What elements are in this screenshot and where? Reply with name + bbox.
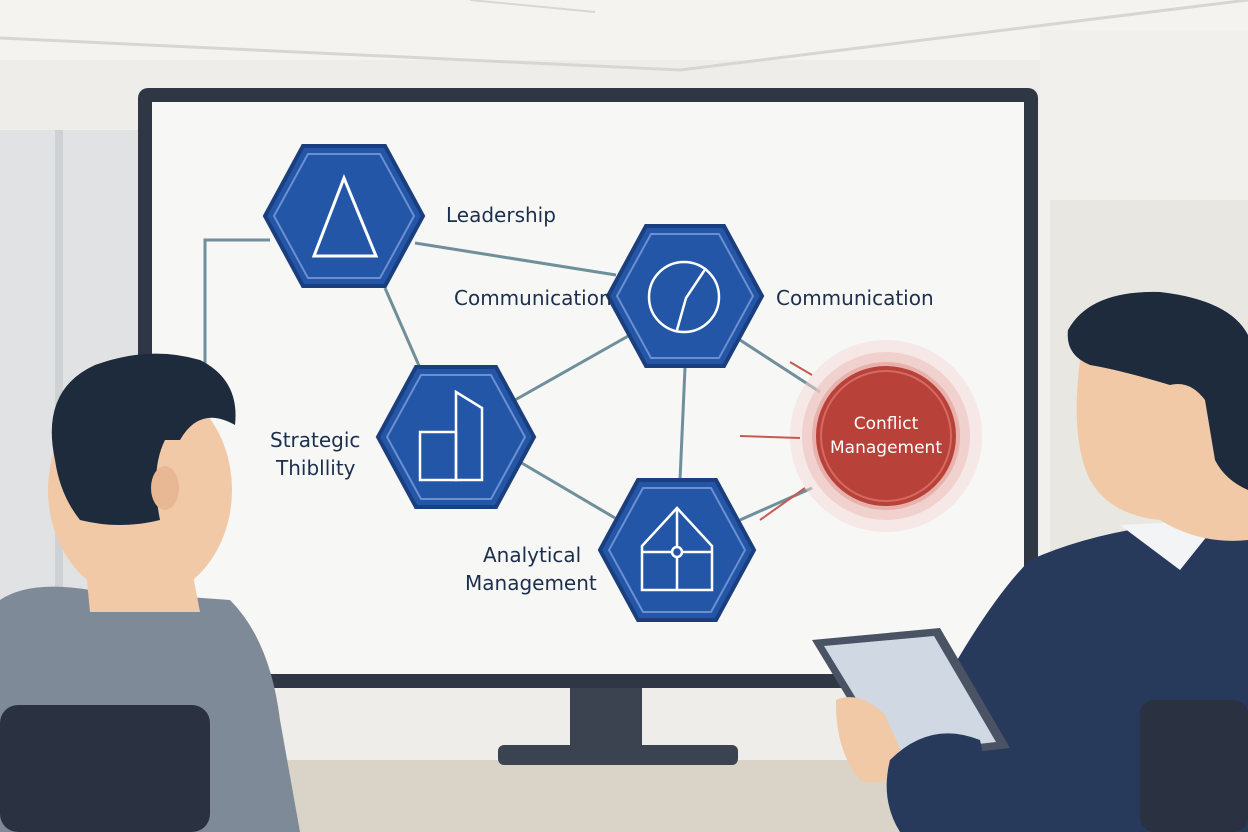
- connector-leadership-communication: [414, 241, 617, 277]
- person-left-hair: [51, 353, 236, 525]
- leadership-label: Leadership: [446, 203, 556, 227]
- person-right-hand: [835, 697, 905, 783]
- connector-leadership-strategic: [383, 287, 422, 369]
- tablet-screen: [824, 636, 996, 754]
- connector-strategic-communication: [514, 333, 631, 402]
- communication-node: [605, 224, 765, 368]
- communication-hexagon: [605, 224, 765, 368]
- connector-lines: [203, 238, 821, 522]
- connector-strategic-analytical: [519, 460, 616, 520]
- leadership-hexagon: [262, 144, 426, 288]
- analytical-node: [597, 478, 757, 622]
- conflict-sparks: [739, 361, 813, 521]
- chair-right: [1140, 700, 1248, 832]
- conflict-label-line1: Conflict: [853, 414, 919, 434]
- strategic-label-line2: Thibllity: [276, 456, 356, 480]
- connector-leadership-left: [203, 238, 270, 365]
- communication-right-label: Communication: [776, 286, 934, 310]
- connector-communication-analytical: [678, 367, 687, 481]
- analytical-label-line2: Management: [465, 571, 597, 595]
- ceiling-light: [469, 0, 596, 13]
- analytical-hexagon-inner: [607, 487, 747, 613]
- conflict-label-line2: Management: [830, 438, 942, 458]
- ceiling-edge-right: [679, 0, 1248, 72]
- person-left-ear: [151, 466, 179, 510]
- house-icon: [640, 506, 714, 592]
- circle-chart-icon: [647, 260, 721, 334]
- leadership-hexagon-inner: [272, 153, 416, 279]
- tablet: [812, 628, 1010, 762]
- conflict-node: [790, 340, 982, 532]
- monitor-stand-base: [498, 745, 738, 765]
- strategic-node: [375, 365, 537, 509]
- communication-hexagon-inner: [615, 233, 755, 359]
- conflict-circle: [812, 362, 960, 510]
- person-right-sleeve: [886, 733, 1000, 832]
- bar-chart-icon: [418, 389, 484, 482]
- person-right-hair: [1067, 291, 1248, 490]
- triangle-icon: [311, 173, 379, 258]
- strategic-label-line1: Strategic: [270, 428, 361, 452]
- chair-left: [0, 705, 210, 832]
- window-frame-left: [55, 130, 63, 630]
- ceiling-edge: [0, 36, 681, 72]
- connector-analytical-conflict: [739, 486, 813, 522]
- monitor-stand-neck: [570, 675, 642, 755]
- analytical-label-line1: Analytical: [483, 543, 582, 567]
- conflict-circle-ring: [820, 370, 952, 502]
- communication-left-label: Communication: [454, 286, 612, 310]
- leadership-node: [262, 144, 426, 288]
- strategic-hexagon-inner: [385, 374, 527, 500]
